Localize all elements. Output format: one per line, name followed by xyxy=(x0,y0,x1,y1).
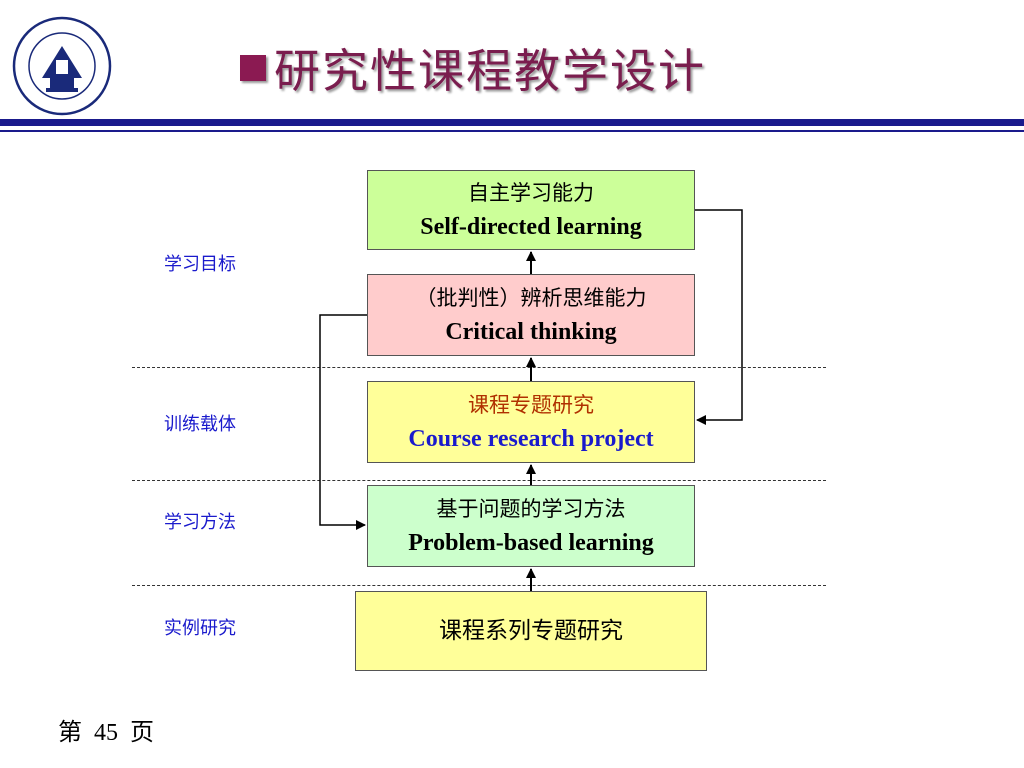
page-number: 第 45 页 xyxy=(58,720,154,746)
box-en-label: Self-directed learning xyxy=(420,214,642,240)
box-en-label: Problem-based learning xyxy=(408,530,654,556)
slide-title-text: 研究性课程教学设计 xyxy=(274,44,706,98)
box-series-research: 课程系列专题研究 xyxy=(355,591,707,671)
box-cn-label: 课程专题研究 xyxy=(468,393,594,417)
side-label-vehicle: 训练载体 xyxy=(164,414,236,435)
box-en-label: Course research project xyxy=(408,426,654,452)
box-cn-label: （批判性）辨析思维能力 xyxy=(415,286,647,310)
side-label-method: 学习方法 xyxy=(164,512,236,533)
box-course-research-project: 课程专题研究 Course research project xyxy=(367,381,695,463)
box-self-directed-learning: 自主学习能力 Self-directed learning xyxy=(367,170,695,250)
box-cn-label: 基于问题的学习方法 xyxy=(436,497,626,521)
square-bullet-icon xyxy=(240,55,266,81)
section-divider xyxy=(132,585,826,586)
section-divider xyxy=(132,367,826,368)
slide-title: 研究性课程教学设计 xyxy=(240,38,706,98)
header-rule-thin xyxy=(0,130,1024,132)
box-critical-thinking: （批判性）辨析思维能力 Critical thinking xyxy=(367,274,695,356)
header-rule-thick xyxy=(0,119,1024,126)
school-logo xyxy=(12,16,112,116)
section-divider xyxy=(132,480,826,481)
box-problem-based-learning: 基于问题的学习方法 Problem-based learning xyxy=(367,485,695,567)
box-cn-label: 课程系列专题研究 xyxy=(439,618,623,644)
box-en-label: Critical thinking xyxy=(445,319,617,345)
box-cn-label: 自主学习能力 xyxy=(468,181,594,205)
feedback-arrow-left xyxy=(319,314,367,530)
side-label-case: 实例研究 xyxy=(164,618,236,639)
side-label-goal: 学习目标 xyxy=(164,254,236,275)
feedback-arrow-right xyxy=(695,209,743,425)
